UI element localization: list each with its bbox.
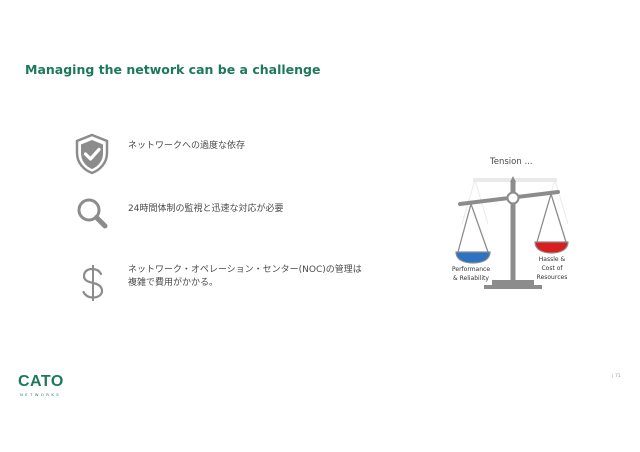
left-pan-label: Performance & Reliability	[446, 265, 496, 283]
left-pan	[455, 251, 491, 264]
bullet-text: 24時間体制の監視と迅速な対応が必要	[128, 204, 284, 214]
right-pan	[534, 241, 569, 254]
magnifier-icon	[77, 198, 108, 229]
left-pan-label-line: Performance	[451, 266, 491, 273]
bullet-text: ネットワーク・オペレーション・センター(NOC)の管理は 複雑で費用がかかる。	[128, 264, 362, 290]
right-pan-label-line: Resources	[536, 274, 568, 281]
page-number: | 71	[612, 374, 621, 379]
cato-logo: CATO NETWORKS	[18, 373, 68, 398]
bullet-dependency: ネットワークへの過度な依存	[70, 132, 390, 182]
right-pan-label: Hassle & Cost of Resources	[530, 255, 574, 282]
bullet-monitoring: 24時間体制の監視と迅速な対応が必要	[70, 192, 390, 242]
bullet-noc-cost: ネットワーク・オペレーション・センター(NOC)の管理は 複雑で費用がかかる。	[70, 262, 390, 312]
left-pan-label-line: & Reliability	[453, 275, 489, 282]
balance-scale-icon	[455, 176, 569, 289]
logo-subtext: NETWORKS	[20, 392, 62, 397]
slide-title: Managing the network can be a challenge	[25, 62, 321, 77]
bullet-text: ネットワークへの過度な依存	[128, 141, 246, 151]
logo-word: CATO	[18, 373, 64, 390]
shield-check-icon	[75, 133, 109, 175]
right-pan-label-line: Hassle &	[538, 256, 566, 263]
dollar-sign-icon	[82, 265, 104, 301]
tension-caption: Tension ...	[490, 157, 533, 167]
bullet-text-line: ネットワーク・オペレーション・センター(NOC)の管理は	[128, 265, 362, 275]
right-pan-label-line: Cost of	[541, 265, 563, 272]
bullet-text-line: 複雑で費用がかかる。	[128, 278, 219, 288]
